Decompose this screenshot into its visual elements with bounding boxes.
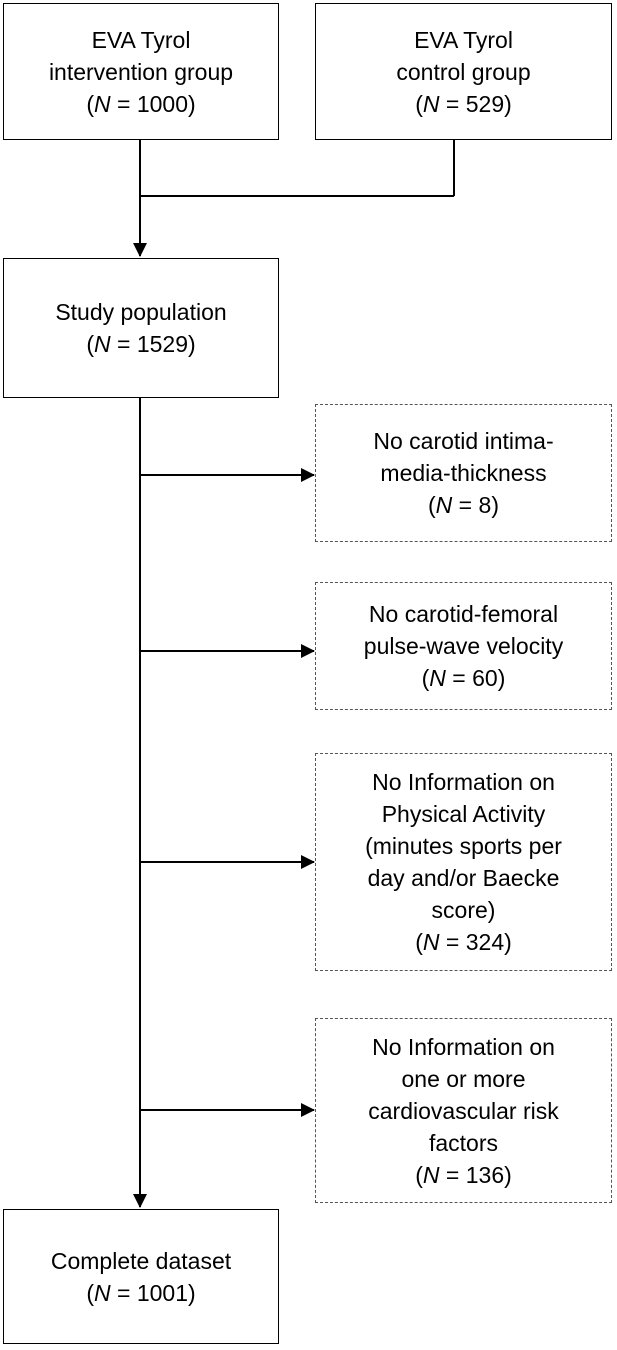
intervention-title-line-1: EVA Tyrol (91, 26, 191, 53)
exclusion-pa-line-3: (minutes sports per (365, 833, 562, 859)
exclusion-physical-activity-box: No Information on Physical Activity (min… (315, 753, 612, 971)
study-population-title: Study population (55, 299, 227, 325)
exclusion-cv-count: (N = 136) (415, 1161, 512, 1188)
exclusion-cv-risk-box: No Information on one or more cardiovasc… (315, 1018, 612, 1203)
exclusion-pwv-line-2: pulse-wave velocity (363, 633, 564, 659)
intervention-title-line-2: intervention group (48, 58, 234, 85)
exclusion-cv-line-2: one or more (401, 1065, 526, 1092)
exclusion-cv-line-4: factors (428, 1129, 499, 1156)
exclusion-imt-count: (N = 8) (428, 492, 499, 518)
control-count: (N = 529) (415, 90, 512, 117)
exclusion-imt-line-1: No carotid intima- (373, 428, 554, 454)
exclusion-pa-line-5: score) (431, 897, 496, 923)
complete-dataset-box: Complete dataset (N = 1001) (3, 1209, 279, 1344)
exclusion-pa-line-4: day and/or Baecke (367, 865, 560, 891)
control-group-box: EVA Tyrol control group (N = 529) (315, 3, 612, 140)
complete-dataset-title: Complete dataset (50, 1247, 232, 1274)
exclusion-pwv-count: (N = 60) (421, 665, 506, 691)
complete-dataset-count: (N = 1001) (86, 1279, 196, 1306)
control-title-line-2: control group (396, 58, 531, 85)
exclusion-imt-box: No carotid intima- media-thickness (N = … (315, 404, 612, 542)
exclusion-cv-line-1: No Information on (372, 1033, 555, 1060)
intervention-count: (N = 1000) (86, 90, 196, 117)
control-title-line-1: EVA Tyrol (414, 26, 513, 53)
exclusion-pa-count: (N = 324) (415, 929, 512, 955)
exclusion-cv-line-3: cardiovascular risk (368, 1097, 559, 1124)
exclusion-pwv-line-1: No carotid-femoral (368, 601, 559, 627)
study-population-box: Study population (N = 1529) (3, 258, 279, 398)
exclusion-pwv-box: No carotid-femoral pulse-wave velocity (… (315, 582, 612, 710)
exclusion-pa-line-2: Physical Activity (381, 801, 546, 827)
exclusion-pa-line-1: No Information on (372, 769, 555, 795)
exclusion-imt-line-2: media-thickness (380, 460, 547, 486)
intervention-group-box: EVA Tyrol intervention group (N = 1000) (3, 3, 279, 140)
study-population-count: (N = 1529) (86, 331, 196, 357)
